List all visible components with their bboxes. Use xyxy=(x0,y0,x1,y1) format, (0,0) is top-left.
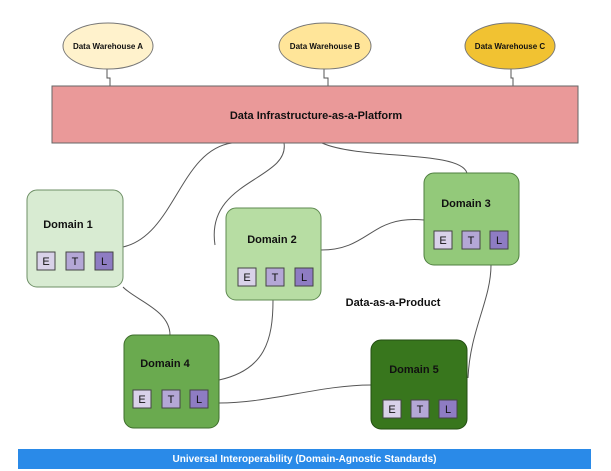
domain-5-label: Domain 5 xyxy=(389,364,439,376)
domain-3-etl-l xyxy=(489,230,509,250)
domain-1-etl-t xyxy=(65,251,85,271)
domain-2-etl-l xyxy=(294,267,314,287)
warehouse-b xyxy=(278,22,372,70)
domain-1-box xyxy=(26,189,124,288)
domain-3-box xyxy=(423,172,520,266)
domain-4-etl-e xyxy=(132,389,152,409)
svg-text:L: L xyxy=(445,404,451,416)
svg-text:T: T xyxy=(272,272,279,284)
domain-1-etl-l xyxy=(94,251,114,271)
domain-4-etl-l xyxy=(189,389,209,409)
domain-5-etl-e xyxy=(382,399,402,419)
connector-warehouse-c xyxy=(510,68,514,86)
svg-text:L: L xyxy=(101,256,107,268)
platform-box xyxy=(51,85,579,144)
svg-text:L: L xyxy=(301,272,307,284)
domain-5-etl-t xyxy=(410,399,430,419)
interoperability-bar: Universal Interoperability (Domain-Agnos… xyxy=(18,449,591,469)
connector-domain3-domain5 xyxy=(467,264,492,379)
product-label: Data-as-a-Product xyxy=(346,297,441,309)
domain-3-label: Domain 3 xyxy=(441,198,491,210)
connector-platform-domain2 xyxy=(213,142,285,246)
domain-1: Domain 1 E T L xyxy=(26,189,124,288)
domain-4: Domain 4 E T L xyxy=(123,334,220,429)
svg-text:E: E xyxy=(42,256,49,268)
domain-3-etl-t xyxy=(461,230,481,250)
svg-text:L: L xyxy=(196,394,202,406)
platform-label: Data Infrastructure-as-a-Platform xyxy=(230,110,403,122)
interoperability-label: Universal Interoperability (Domain-Agnos… xyxy=(172,454,437,465)
domain-2-label: Domain 2 xyxy=(247,234,297,246)
svg-text:T: T xyxy=(417,404,424,416)
domain-1-etl-e xyxy=(36,251,56,271)
connector-domain4-domain5 xyxy=(218,384,372,404)
warehouse-c-label: Data Warehouse C xyxy=(475,42,546,51)
svg-text:T: T xyxy=(468,235,475,247)
domain-3-etl-e xyxy=(433,230,453,250)
domain-5: Domain 5 E T L xyxy=(370,339,468,430)
warehouse-c xyxy=(464,22,556,70)
connector-warehouse-b xyxy=(323,68,329,86)
connector-warehouse-a xyxy=(106,68,111,86)
connector-domain2-domain3 xyxy=(320,219,425,251)
connector-platform-domain1 xyxy=(122,142,233,248)
domain-2: Domain 2 E T L xyxy=(225,207,322,301)
connector-domain2-domain4 xyxy=(218,299,274,381)
warehouse-a xyxy=(62,22,154,70)
svg-text:T: T xyxy=(168,394,175,406)
domain-5-etl-l xyxy=(438,399,458,419)
svg-text:T: T xyxy=(72,256,79,268)
domain-4-etl-t xyxy=(161,389,181,409)
warehouse-a-label: Data Warehouse A xyxy=(73,42,143,51)
domain-2-etl-t xyxy=(265,267,285,287)
svg-text:E: E xyxy=(138,394,145,406)
connector-domain1-domain4 xyxy=(122,286,171,336)
svg-text:L: L xyxy=(496,235,502,247)
svg-text:E: E xyxy=(243,272,250,284)
domain-4-box xyxy=(123,334,220,429)
domain-4-label: Domain 4 xyxy=(140,358,190,370)
domain-1-label: Domain 1 xyxy=(43,219,93,231)
warehouse-b-label: Data Warehouse B xyxy=(290,42,361,51)
connector-platform-domain3 xyxy=(321,142,468,174)
svg-text:E: E xyxy=(388,404,395,416)
domain-2-etl-e xyxy=(237,267,257,287)
domain-3: Domain 3 E T L xyxy=(423,172,520,266)
svg-text:E: E xyxy=(439,235,446,247)
